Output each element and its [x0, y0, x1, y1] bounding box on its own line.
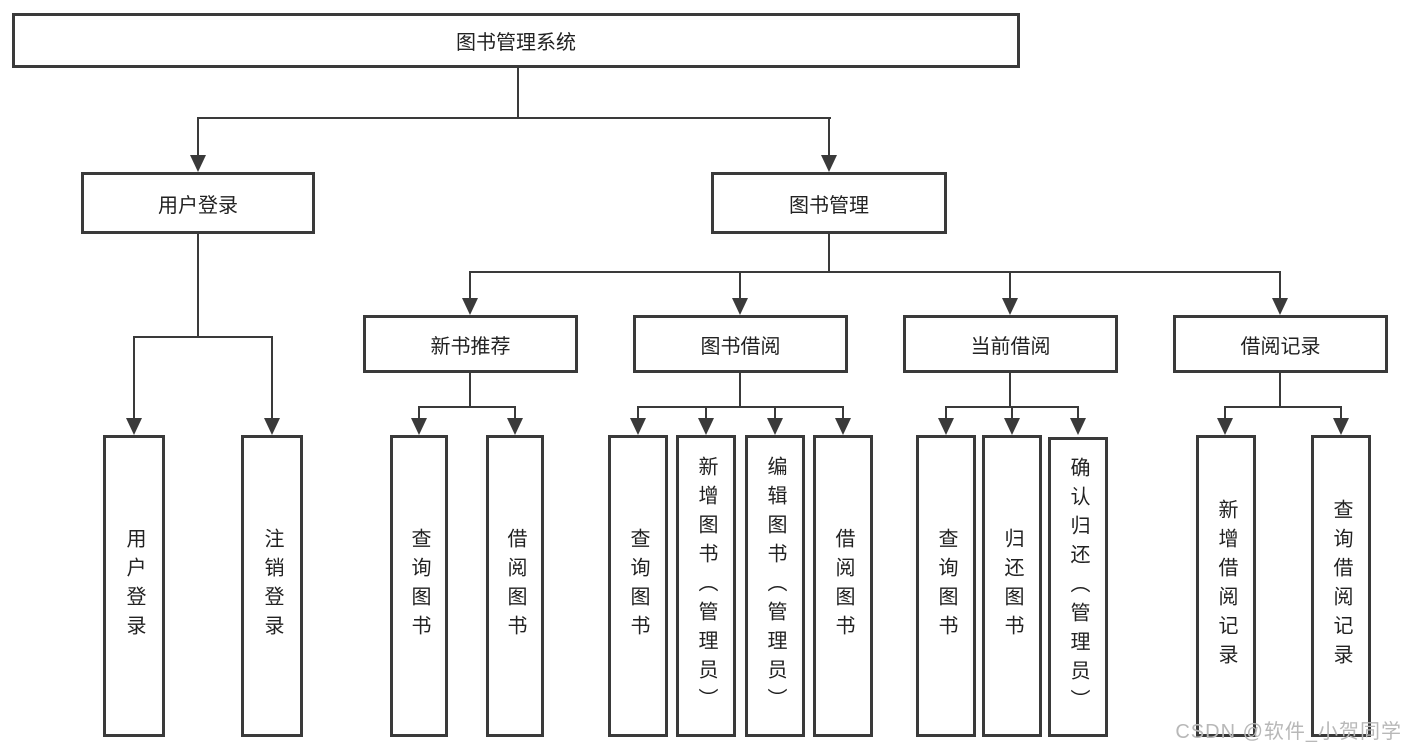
arrowhead-down-icon: [698, 418, 714, 435]
node-borrowing-records-label: 借阅记录: [1240, 335, 1321, 358]
leaf-query-books-recommend-label: 查询图书: [408, 528, 430, 644]
connector-line: [271, 336, 273, 421]
node-user-login: 用户登录: [81, 172, 315, 234]
leaf-user-login: 用户登录: [103, 435, 165, 737]
arrowhead-down-icon: [1333, 418, 1349, 435]
csdn-watermark: CSDN @软件_小贺同学: [1175, 721, 1402, 743]
arrowhead-down-icon: [1070, 418, 1086, 435]
node-book-management: 图书管理: [711, 172, 947, 234]
connector-line: [1340, 406, 1342, 421]
node-root: 图书管理系统: [12, 13, 1020, 68]
connector-line: [637, 406, 844, 408]
leaf-query-borrow-record-label: 查询借阅记录: [1330, 499, 1352, 673]
connector-line: [1011, 406, 1013, 421]
connector-line: [133, 336, 273, 338]
arrowhead-down-icon: [190, 155, 206, 172]
arrowhead-down-icon: [732, 298, 748, 315]
leaf-add-borrow-record-label: 新增借阅记录: [1215, 499, 1237, 673]
connector-line: [469, 271, 1281, 273]
arrowhead-down-icon: [411, 418, 427, 435]
node-root-label: 图书管理系统: [456, 32, 576, 54]
connector-line: [1279, 373, 1281, 408]
leaf-logout-label: 注销登录: [261, 528, 283, 644]
connector-line: [418, 406, 420, 421]
arrowhead-down-icon: [1272, 298, 1288, 315]
node-borrowing-records: 借阅记录: [1173, 315, 1388, 373]
arrowhead-down-icon: [126, 418, 142, 435]
leaf-confirm-return-admin-label: 确认归还（管理员）: [1067, 456, 1089, 718]
arrowhead-down-icon: [1217, 418, 1233, 435]
connector-line: [1009, 271, 1011, 301]
arrowhead-down-icon: [630, 418, 646, 435]
arrowhead-down-icon: [835, 418, 851, 435]
connector-line: [197, 117, 831, 119]
leaf-add-book-admin: 新增图书（管理员）: [676, 435, 736, 737]
node-book-borrowing: 图书借阅: [633, 315, 848, 373]
connector-line: [469, 271, 471, 301]
connector-line: [1224, 406, 1342, 408]
arrowhead-down-icon: [462, 298, 478, 315]
leaf-return-books-label: 归还图书: [1001, 528, 1023, 644]
leaf-query-books-recommend: 查询图书: [390, 435, 448, 737]
arrowhead-down-icon: [507, 418, 523, 435]
node-user-login-label: 用户登录: [158, 194, 238, 217]
connector-line: [1279, 271, 1281, 301]
node-book-borrowing-label: 图书借阅: [700, 335, 781, 358]
connector-line: [705, 406, 707, 421]
connector-line: [517, 68, 519, 118]
connector-line: [739, 373, 741, 408]
leaf-borrow-books-recommend-label: 借阅图书: [504, 528, 526, 644]
connector-line: [828, 117, 830, 157]
leaf-edit-book-admin-label: 编辑图书（管理员）: [764, 455, 786, 717]
connector-line: [514, 406, 516, 421]
leaf-query-books-current-label: 查询图书: [935, 528, 957, 644]
connector-line: [133, 336, 135, 421]
arrowhead-down-icon: [821, 155, 837, 172]
connector-line: [739, 271, 741, 301]
connector-line: [418, 406, 516, 408]
leaf-query-borrow-record: 查询借阅记录: [1311, 435, 1371, 737]
leaf-user-login-label: 用户登录: [123, 528, 145, 644]
connector-line: [197, 234, 199, 338]
connector-line: [774, 406, 776, 421]
leaf-query-books-borrowing-label: 查询图书: [627, 528, 649, 644]
leaf-query-books-current: 查询图书: [916, 435, 976, 737]
connector-line: [469, 373, 471, 408]
leaf-add-book-admin-label: 新增图书（管理员）: [695, 455, 717, 717]
connector-line: [842, 406, 844, 421]
leaf-edit-book-admin: 编辑图书（管理员）: [745, 435, 805, 737]
leaf-query-books-borrowing: 查询图书: [608, 435, 668, 737]
leaf-borrow-books: 借阅图书: [813, 435, 873, 737]
connector-line: [828, 234, 830, 272]
connector-line: [197, 117, 199, 157]
connector-line: [637, 406, 639, 421]
node-current-borrowing-label: 当前借阅: [970, 335, 1051, 358]
leaf-logout: 注销登录: [241, 435, 303, 737]
node-new-book-recommend-label: 新书推荐: [430, 335, 511, 358]
leaf-return-books: 归还图书: [982, 435, 1042, 737]
node-new-book-recommend: 新书推荐: [363, 315, 578, 373]
leaf-borrow-books-label: 借阅图书: [832, 528, 854, 644]
connector-line: [945, 406, 947, 421]
connector-line: [1009, 373, 1011, 408]
arrowhead-down-icon: [1004, 418, 1020, 435]
arrowhead-down-icon: [938, 418, 954, 435]
connector-line: [1077, 406, 1079, 421]
node-current-borrowing: 当前借阅: [903, 315, 1118, 373]
leaf-add-borrow-record: 新增借阅记录: [1196, 435, 1256, 737]
leaf-confirm-return-admin: 确认归还（管理员）: [1048, 437, 1108, 737]
node-book-management-label: 图书管理: [789, 194, 869, 217]
arrowhead-down-icon: [767, 418, 783, 435]
arrowhead-down-icon: [264, 418, 280, 435]
leaf-borrow-books-recommend: 借阅图书: [486, 435, 544, 737]
arrowhead-down-icon: [1002, 298, 1018, 315]
connector-line: [1224, 406, 1226, 421]
